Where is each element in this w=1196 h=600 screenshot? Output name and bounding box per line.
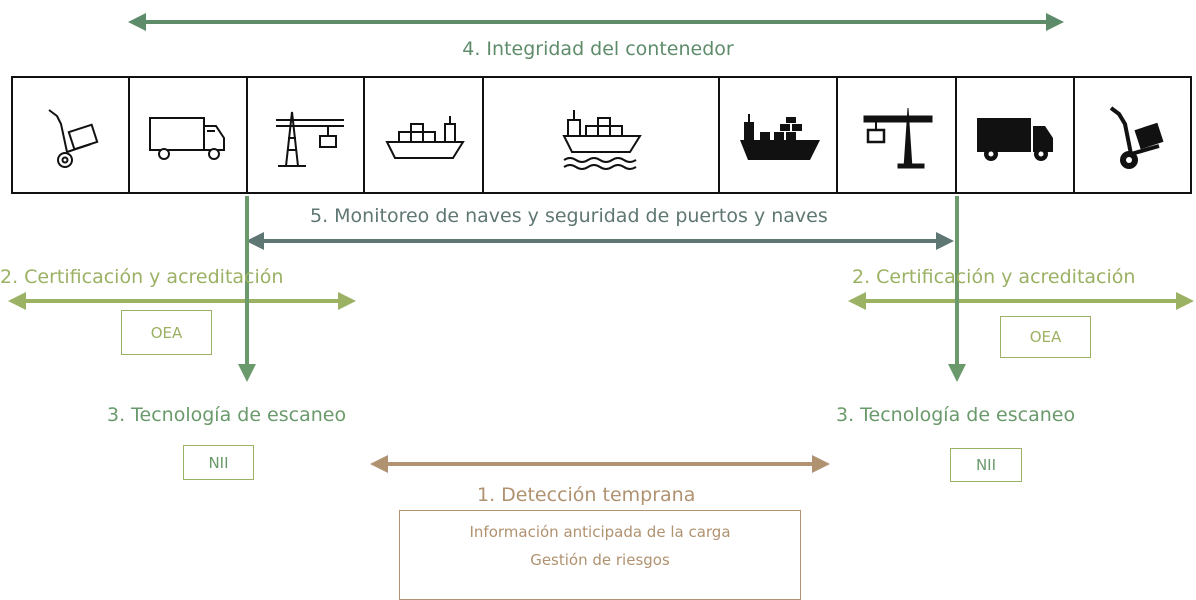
crane-outline-icon — [276, 111, 344, 167]
detection-line-risk-management: Gestión de riesgos — [530, 551, 670, 569]
oea-left-box: OEA — [121, 310, 212, 355]
detection-label: 1. Detección temprana — [477, 484, 696, 506]
ship-at-sea-outline-icon — [562, 110, 642, 170]
cell-crane-outline — [248, 76, 365, 194]
hand-truck-solid-icon — [1109, 106, 1164, 169]
cell-hand-truck-solid — [1075, 76, 1192, 194]
cell-ship-outline — [365, 76, 484, 194]
monitoring-arrow — [246, 232, 954, 250]
certification-left-label: 2. Certificación y acreditación — [0, 266, 284, 288]
cell-ship-at-sea — [484, 76, 720, 194]
detection-line-advance-info: Información anticipada de la carga — [469, 523, 731, 541]
scanning-right-arrow — [948, 196, 966, 382]
monitoring-label: 5. Monitoreo de naves y seguridad de pue… — [310, 205, 828, 227]
detection-arrow — [370, 455, 830, 473]
certification-right-arrow — [848, 292, 1194, 310]
cell-hand-truck-outline — [11, 76, 130, 194]
cell-truck-solid — [957, 76, 1075, 194]
certification-right-label: 2. Certificación y acreditación — [852, 266, 1136, 288]
ship-outline-icon — [385, 116, 465, 159]
certification-left-arrow — [8, 292, 356, 310]
supply-chain-strip — [11, 76, 1192, 194]
cell-truck-outline — [130, 76, 248, 194]
oea-right-box: OEA — [1000, 316, 1091, 358]
arrows-layer — [8, 13, 1194, 473]
integrity-arrow — [128, 13, 1064, 31]
hand-truck-outline-icon — [48, 109, 99, 168]
nii-left-box: NII — [183, 445, 254, 480]
nii-right-box: NII — [950, 448, 1022, 482]
ship-solid-icon — [740, 114, 820, 160]
cell-crane-solid — [838, 76, 957, 194]
scanning-left-label: 3. Tecnología de escaneo — [107, 404, 347, 426]
detection-box: Información anticipada de la carga Gesti… — [399, 510, 801, 600]
truck-solid-icon — [977, 118, 1053, 161]
cell-ship-solid — [720, 76, 838, 194]
scanning-right-label: 3. Tecnología de escaneo — [836, 404, 1076, 426]
crane-solid-icon — [863, 107, 933, 169]
truck-outline-icon — [149, 117, 225, 160]
integrity-label: 4. Integridad del contenedor — [462, 38, 734, 60]
scanning-left-arrow — [238, 196, 256, 382]
